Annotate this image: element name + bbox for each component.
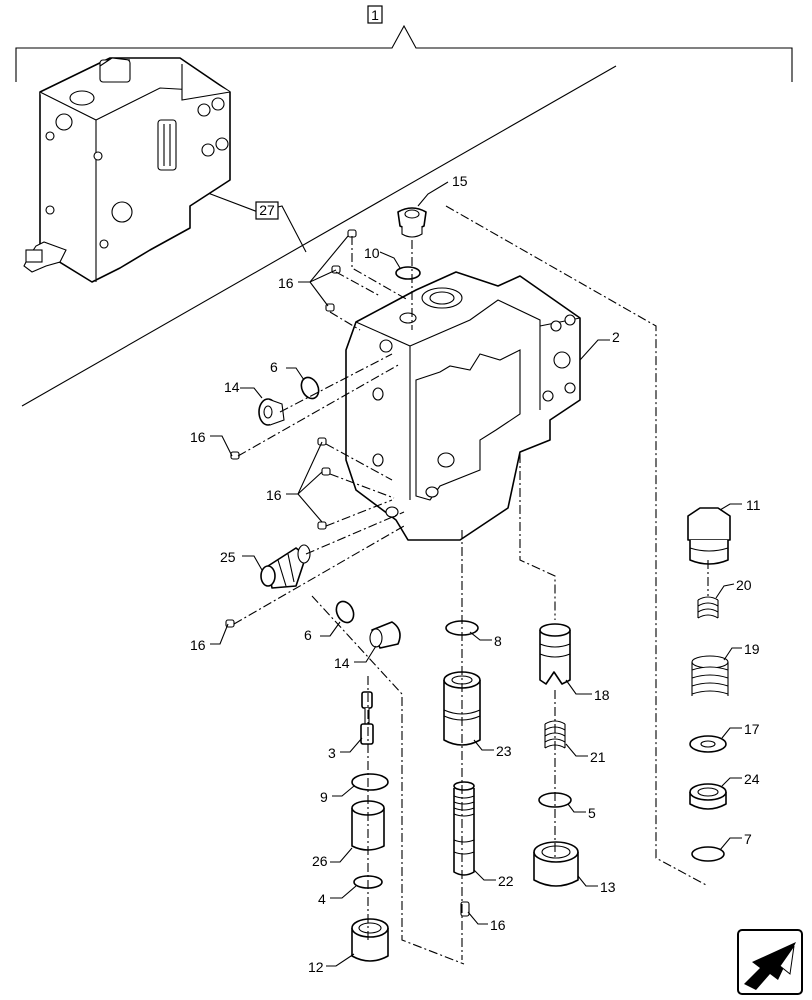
callout-8: 8 <box>494 633 502 649</box>
spring-part-20[interactable] <box>697 596 719 619</box>
assembly-ref-box[interactable] <box>367 5 383 24</box>
callout-10: 10 <box>364 245 380 261</box>
callout-16: 16 <box>190 429 206 445</box>
section-ref-box[interactable] <box>255 201 279 220</box>
callout-12: 12 <box>308 959 324 975</box>
plug-part-13[interactable] <box>533 841 579 887</box>
callout-16: 16 <box>278 275 294 291</box>
callout-26: 26 <box>312 853 328 869</box>
callout-2: 2 <box>612 329 620 345</box>
callout-23: 23 <box>496 743 512 759</box>
callout-15: 15 <box>452 173 468 189</box>
plug-part-14-upper[interactable] <box>258 398 285 426</box>
fitting-part-25[interactable] <box>260 544 311 589</box>
o-ring-part-7[interactable] <box>691 846 725 862</box>
o-ring-part-6-upper[interactable] <box>298 375 322 402</box>
plug-part-12[interactable] <box>351 918 389 962</box>
o-ring-part-6-lower[interactable] <box>333 599 357 626</box>
callout-18: 18 <box>594 687 610 703</box>
callout-19: 19 <box>744 641 760 657</box>
section-ref-label: 27 <box>259 202 275 218</box>
washer-part-17[interactable] <box>689 735 727 753</box>
callout-4: 4 <box>318 891 326 907</box>
callout-16: 16 <box>266 487 282 503</box>
callout-labels: 15 10 16 2 6 14 16 16 25 16 6 14 8 18 11… <box>190 173 761 975</box>
spool-part-22[interactable] <box>453 781 475 876</box>
next-page-arrow-icon[interactable] <box>737 929 803 995</box>
callout-16: 16 <box>190 637 206 653</box>
callout-25: 25 <box>220 549 236 565</box>
overview-valve-assembly <box>23 57 231 283</box>
callout-24: 24 <box>744 771 760 787</box>
assembly-ref-label: 1 <box>371 7 379 23</box>
callout-9: 9 <box>320 789 328 805</box>
o-ring-part-9[interactable] <box>351 773 389 791</box>
callout-11: 11 <box>746 497 761 513</box>
plug-part-15[interactable] <box>397 207 427 238</box>
spring-part-19[interactable] <box>691 655 729 696</box>
callout-6: 6 <box>304 627 312 643</box>
callout-17: 17 <box>744 721 760 737</box>
callout-14: 14 <box>334 655 350 671</box>
o-ring-part-10[interactable] <box>395 266 421 280</box>
callout-5: 5 <box>588 805 596 821</box>
plug-part-14-lower[interactable] <box>369 621 401 649</box>
callout-16: 16 <box>490 917 506 933</box>
callout-3: 3 <box>328 745 336 761</box>
plug-part-11[interactable] <box>687 507 731 565</box>
callout-6: 6 <box>270 359 278 375</box>
section-divider: 27 <box>21 65 617 407</box>
assembly-lines <box>233 205 709 965</box>
callout-20: 20 <box>736 577 752 593</box>
callout-7: 7 <box>744 831 752 847</box>
assembly-bracket: 1 <box>15 5 793 82</box>
callout-leaders <box>210 181 742 967</box>
callout-14: 14 <box>224 379 240 395</box>
callout-21: 21 <box>590 749 606 765</box>
poppet-part-18[interactable] <box>539 623 571 685</box>
valve-body-part-2[interactable] <box>345 271 581 541</box>
pin-part-3[interactable] <box>360 691 374 745</box>
seat-part-24[interactable] <box>689 783 727 810</box>
callout-22: 22 <box>498 873 514 889</box>
pins-part-16[interactable] <box>225 229 470 917</box>
callout-13: 13 <box>600 879 616 895</box>
